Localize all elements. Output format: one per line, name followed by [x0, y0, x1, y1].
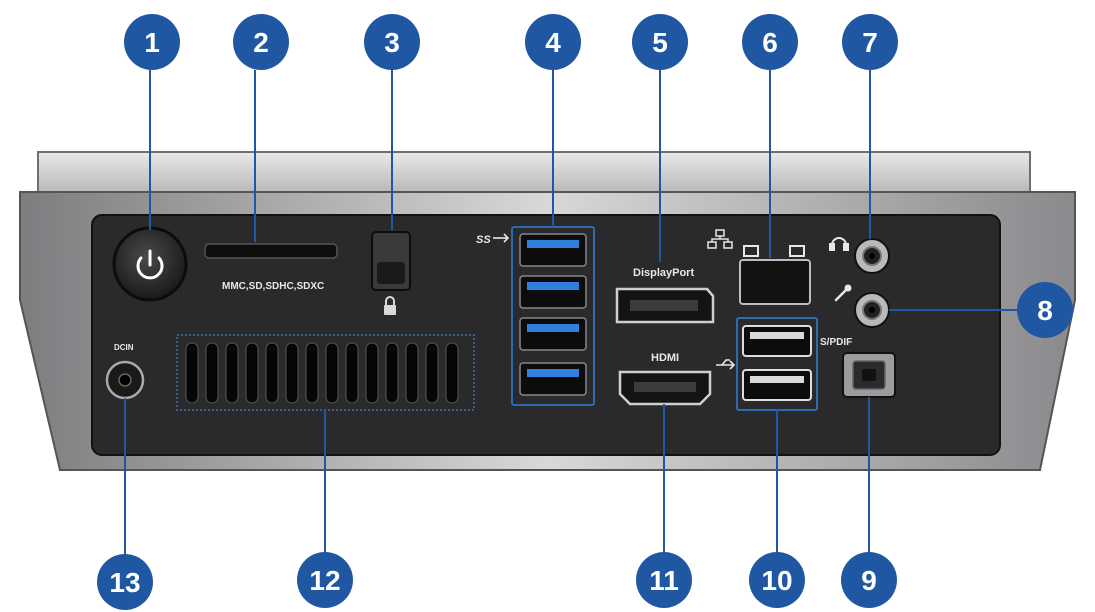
- usb2-port-group: [736, 317, 818, 411]
- displayport-label: DisplayPort: [633, 267, 694, 279]
- usb3-port[interactable]: [519, 233, 587, 267]
- svg-text:13: 13: [109, 567, 140, 598]
- headphone-icon: [829, 237, 849, 251]
- card-reader-label: MMC,SD,SDHC,SDXC: [222, 281, 324, 292]
- usb3-port[interactable]: [519, 362, 587, 396]
- callout-badge: 7: [842, 14, 898, 70]
- svg-text:12: 12: [309, 565, 340, 596]
- callout-badge: 11: [636, 552, 692, 608]
- svg-text:1: 1: [144, 27, 160, 58]
- kensington-lock-slot[interactable]: [371, 231, 411, 291]
- microphone-icon: [834, 284, 852, 302]
- power-button[interactable]: [112, 226, 188, 302]
- hdmi-port[interactable]: [618, 370, 712, 406]
- usb3-label: SS: [476, 234, 491, 246]
- svg-text:5: 5: [652, 27, 668, 58]
- power-icon: [136, 249, 164, 280]
- callout-badge: 12: [297, 552, 353, 608]
- callout-badge: 4: [525, 14, 581, 70]
- spdif-optical-port[interactable]: [842, 352, 896, 398]
- callout-badge: 5: [632, 14, 688, 70]
- callout-badge: 9: [841, 552, 897, 608]
- callout-badges: 1 2 3 4 5 6 7 8 9 10 11 12 13: [97, 14, 1073, 610]
- leader-lines: [124, 70, 1018, 558]
- dc-in-label: DCIN: [114, 343, 134, 352]
- callout-badge: 6: [742, 14, 798, 70]
- displayport-port[interactable]: [615, 287, 715, 324]
- svg-text:3: 3: [384, 27, 400, 58]
- card-reader-slot[interactable]: [204, 243, 338, 259]
- svg-text:7: 7: [862, 27, 878, 58]
- dc-in-jack[interactable]: [105, 360, 145, 400]
- usb3-port-group: [511, 226, 595, 406]
- air-vent: [176, 334, 475, 411]
- callout-badge: 2: [233, 14, 289, 70]
- svg-text:2: 2: [253, 27, 269, 58]
- spdif-label: S/PDIF: [820, 337, 852, 348]
- svg-text:6: 6: [762, 27, 778, 58]
- headphone-jack[interactable]: [854, 238, 890, 274]
- network-icon: [707, 229, 733, 249]
- usb3-port[interactable]: [519, 317, 587, 351]
- usb2-port[interactable]: [742, 369, 812, 401]
- usb-icon: [716, 359, 736, 370]
- svg-text:11: 11: [649, 565, 679, 596]
- lock-icon: [384, 296, 396, 315]
- callout-badge: 3: [364, 14, 420, 70]
- svg-text:4: 4: [545, 27, 561, 58]
- callout-badge: 10: [749, 552, 805, 608]
- callout-badge: 1: [124, 14, 180, 70]
- usb3-port[interactable]: [519, 275, 587, 309]
- microphone-jack[interactable]: [854, 292, 890, 328]
- svg-text:8: 8: [1037, 295, 1053, 326]
- svg-text:10: 10: [761, 565, 792, 596]
- callout-badge: 8: [1017, 282, 1073, 338]
- callout-badge: 13: [97, 554, 153, 610]
- hdmi-label: HDMI: [651, 352, 679, 364]
- usb2-port[interactable]: [742, 325, 812, 357]
- lan-port[interactable]: [739, 245, 811, 305]
- usb-icon: [493, 233, 510, 243]
- svg-text:9: 9: [861, 565, 877, 596]
